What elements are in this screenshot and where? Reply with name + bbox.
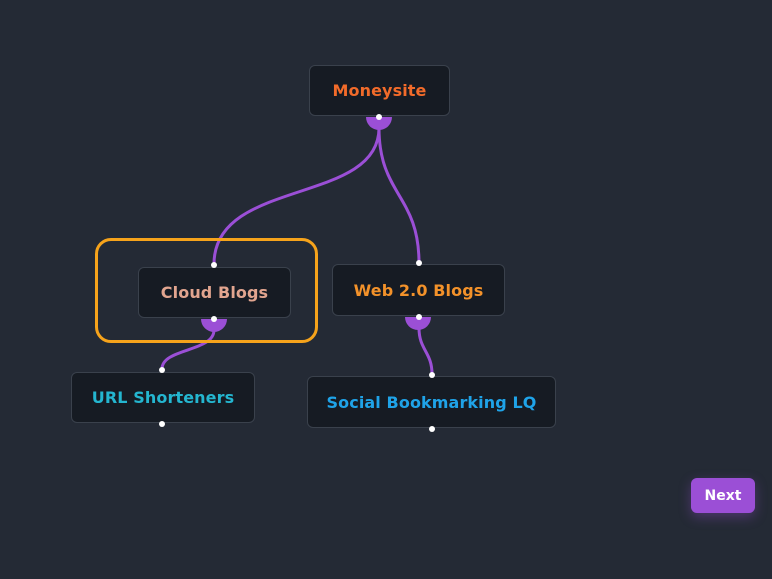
source-port-moneysite[interactable]: [366, 117, 392, 130]
node-web20-blogs[interactable]: Web 2.0 Blogs: [332, 264, 505, 316]
output-handle-web20-blogs[interactable]: [416, 314, 422, 320]
edge-web20-blogs-social-bookmarking: [417, 327, 434, 375]
input-handle-url-shorteners[interactable]: [159, 367, 165, 373]
input-handle-web20-blogs[interactable]: [416, 260, 422, 266]
node-social-bookmarking[interactable]: Social Bookmarking LQ: [307, 376, 556, 428]
input-handle-social-bookmarking[interactable]: [429, 372, 435, 378]
node-url-shorteners-label: URL Shorteners: [91, 388, 235, 407]
source-port-web20-blogs[interactable]: [405, 317, 431, 330]
selected-node-highlight: [95, 238, 318, 343]
node-web20-blogs-label: Web 2.0 Blogs: [353, 280, 484, 300]
node-cloud-blogs[interactable]: Cloud Blogs: [138, 267, 291, 318]
edge-cloud-blogs-url-shorteners: [160, 329, 216, 370]
node-cloud-blogs-label: Cloud Blogs: [160, 283, 269, 302]
source-port-cloud-blogs[interactable]: [201, 319, 227, 332]
next-button[interactable]: Next: [691, 478, 755, 513]
output-handle-moneysite[interactable]: [376, 114, 382, 120]
edge-moneysite-web20-blogs: [377, 127, 421, 264]
output-handle-url-shorteners[interactable]: [159, 421, 165, 427]
node-social-bookmarking-label: Social Bookmarking LQ: [326, 392, 537, 412]
node-url-shorteners[interactable]: URL Shorteners: [71, 372, 255, 423]
edge-moneysite-cloud-blogs: [212, 127, 381, 265]
output-handle-social-bookmarking[interactable]: [429, 426, 435, 432]
input-handle-cloud-blogs[interactable]: [211, 262, 217, 268]
node-moneysite-label: Moneysite: [332, 81, 427, 100]
output-handle-cloud-blogs[interactable]: [211, 316, 217, 322]
node-moneysite[interactable]: Moneysite: [309, 65, 450, 116]
